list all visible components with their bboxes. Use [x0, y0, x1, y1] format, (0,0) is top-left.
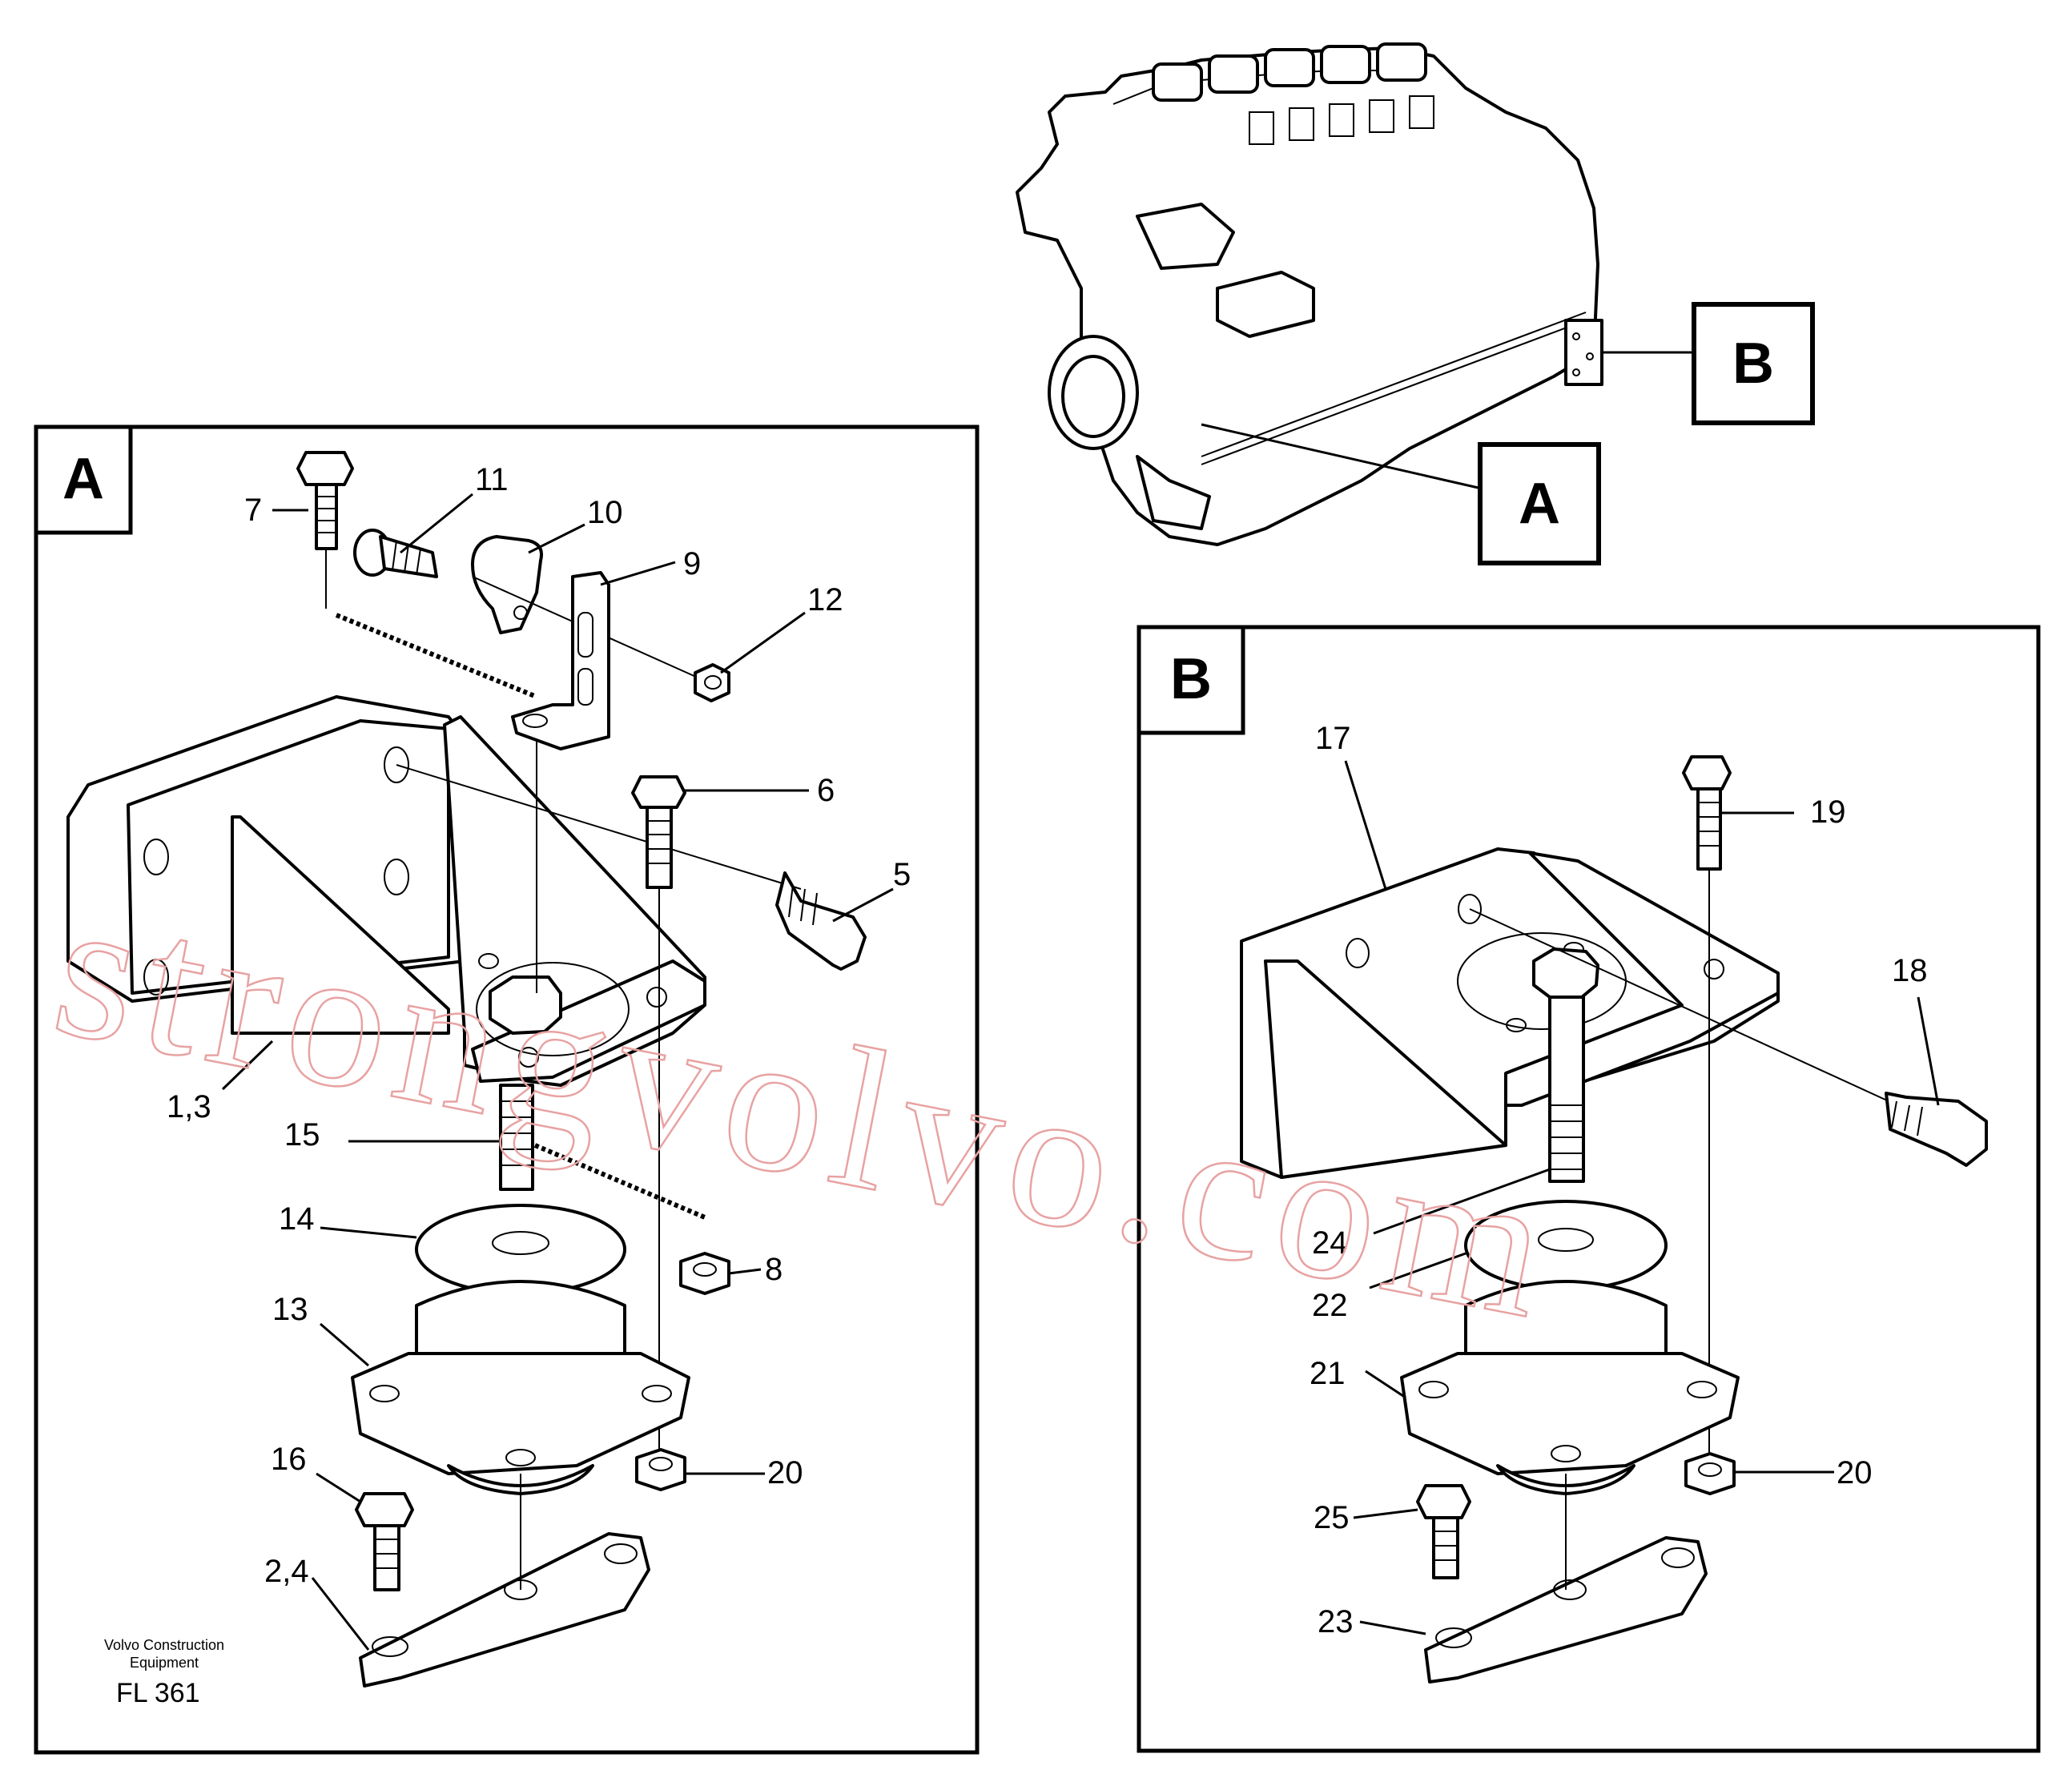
label-5: 5 [893, 857, 911, 892]
label-20-a: 20 [767, 1455, 803, 1490]
label-8: 8 [765, 1252, 783, 1287]
engine-bracket-1-3 [66, 695, 802, 1087]
label-7: 7 [244, 493, 262, 528]
engine-bracket-17 [1240, 847, 1780, 1179]
label-19: 19 [1810, 794, 1846, 830]
view-a-panel: A [34, 424, 980, 1755]
view-a-title: A [62, 447, 104, 511]
label-16: 16 [271, 1442, 307, 1477]
rubber-mount-13 [351, 1280, 690, 1495]
label-12: 12 [807, 582, 843, 617]
label-20-b: 20 [1837, 1455, 1873, 1490]
label-13: 13 [272, 1292, 308, 1327]
bracket-9 [511, 571, 610, 750]
callout-b-label: B [1732, 332, 1774, 396]
view-b-title: B [1170, 647, 1212, 711]
label-9: 9 [683, 546, 701, 581]
label-18: 18 [1892, 953, 1928, 988]
callout-box-b: B [1692, 302, 1815, 425]
footer-code: FL 361 [116, 1678, 200, 1708]
footer-company-line2: Equipment [130, 1655, 199, 1671]
stud-24 [1548, 996, 1585, 1183]
plate-23 [1424, 1536, 1708, 1683]
callout-box-a: A [1478, 442, 1601, 565]
bolt-25 [1416, 1484, 1471, 1579]
nut-20-b [1684, 1452, 1736, 1495]
screw-11 [353, 529, 438, 578]
washer-22 [1464, 1200, 1668, 1291]
label-22: 22 [1312, 1288, 1348, 1323]
view-b-panel: B [1137, 625, 2041, 1753]
label-11: 11 [475, 462, 509, 497]
plate-2-4 [359, 1532, 650, 1687]
label-2-4: 2,4 [264, 1554, 309, 1589]
bolt-7 [296, 451, 354, 609]
nut-20-a [635, 1448, 686, 1491]
engine-overview [1016, 42, 1698, 546]
label-6: 6 [817, 773, 835, 808]
label-24: 24 [1312, 1225, 1348, 1261]
clamp-10 [471, 535, 543, 634]
stud-15 [499, 1084, 534, 1191]
label-17: 17 [1315, 721, 1351, 756]
label-10: 10 [587, 495, 623, 530]
label-14: 14 [279, 1201, 315, 1237]
label-21: 21 [1310, 1356, 1346, 1391]
bolt-6 [631, 775, 686, 1482]
bolt-16 [355, 1492, 414, 1591]
bolt-5 [775, 871, 867, 971]
nut-8 [679, 1252, 730, 1295]
bolt-18 [1885, 1092, 1988, 1167]
label-25: 25 [1314, 1500, 1350, 1535]
label-1-3: 1,3 [167, 1089, 211, 1124]
label-23: 23 [1318, 1604, 1354, 1639]
nut-12 [694, 663, 730, 702]
footer-company-line1: Volvo Construction [104, 1637, 224, 1653]
label-15: 15 [284, 1117, 320, 1152]
rubber-mount-21 [1400, 1280, 1740, 1495]
callout-a-label: A [1519, 472, 1560, 536]
